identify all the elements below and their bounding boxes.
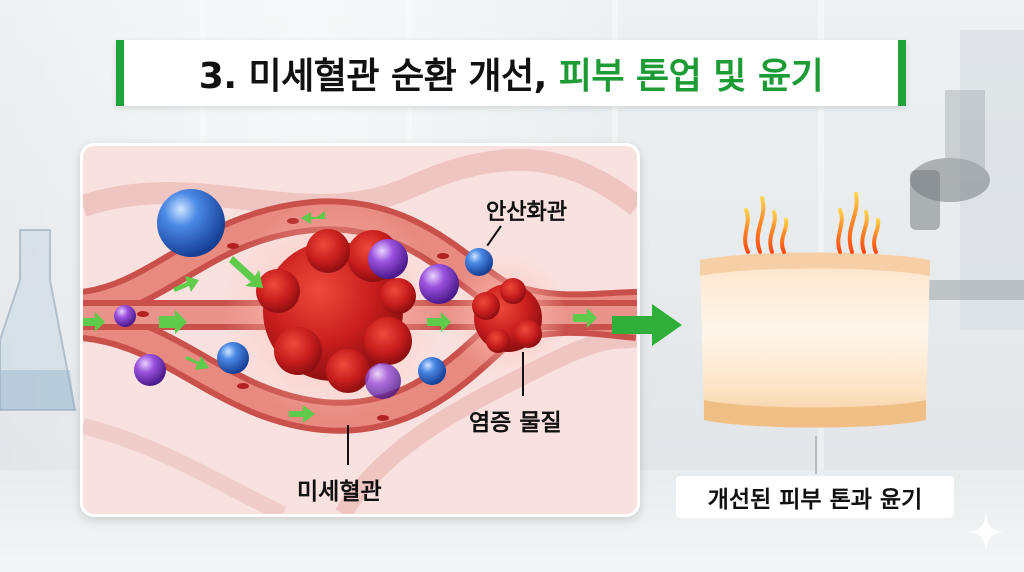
inflammation-label: 염증 물질 bbox=[469, 410, 562, 436]
sparkle-icon bbox=[968, 512, 1004, 552]
capillary-callout bbox=[347, 425, 349, 465]
blue-sphere bbox=[418, 357, 446, 385]
purple-sphere bbox=[114, 305, 136, 327]
title-banner: 3. 미세혈관 순환 개선, 피부 톤업 및 윤기 bbox=[116, 40, 906, 106]
skin-callout bbox=[815, 436, 817, 474]
purple-sphere bbox=[419, 264, 459, 304]
inflammation-cluster-small bbox=[472, 278, 542, 353]
capillary-panel bbox=[80, 143, 640, 517]
flask-decoration bbox=[0, 229, 77, 411]
purple-sphere bbox=[134, 354, 166, 386]
microscope-decoration bbox=[910, 30, 1024, 330]
antioxidant-label: 안산화관 bbox=[486, 200, 567, 225]
purple-sphere bbox=[368, 239, 408, 279]
big-arrow-icon bbox=[612, 304, 682, 346]
green-arrow-icon bbox=[83, 211, 597, 423]
inflammation-callout bbox=[522, 352, 524, 396]
title-part1: 3. 미세혈관 순환 개선, bbox=[198, 56, 547, 97]
flame-icon bbox=[743, 192, 881, 254]
capillary-label: 미세혈관 bbox=[297, 479, 382, 505]
blue-sphere bbox=[157, 189, 225, 257]
skin-result-label: 개선된 피부 톤과 윤기 bbox=[676, 476, 954, 518]
title-part2: 피부 톤업 및 윤기 bbox=[558, 56, 824, 97]
blue-sphere bbox=[465, 248, 493, 276]
blue-sphere bbox=[217, 342, 249, 374]
capillary-illustration bbox=[83, 148, 637, 514]
skin-block bbox=[700, 192, 930, 428]
purple-sphere bbox=[365, 363, 401, 399]
